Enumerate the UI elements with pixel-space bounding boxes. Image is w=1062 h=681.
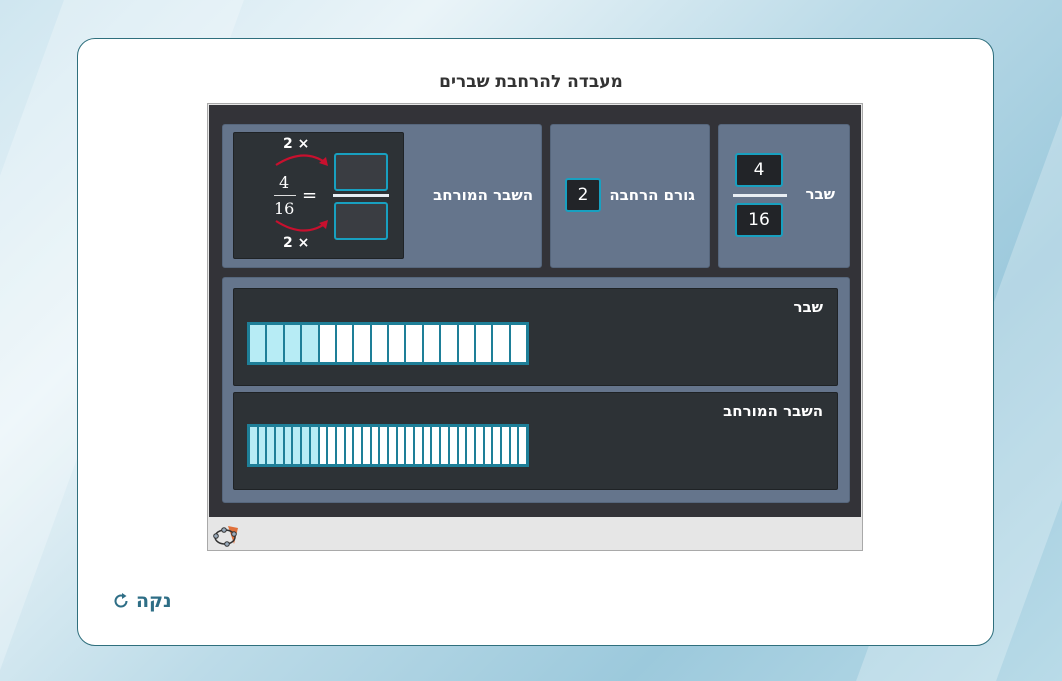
bar-segment — [319, 325, 335, 362]
bar-segment — [336, 325, 353, 362]
bar-segment — [345, 427, 353, 464]
original-bar-area: שבר — [233, 288, 838, 386]
bar-segment — [441, 427, 448, 464]
bar-segment — [510, 325, 526, 362]
top-multiplier: × 2 — [283, 136, 310, 152]
bar-segment — [493, 427, 500, 464]
bar-segment — [441, 325, 457, 362]
bar-segment — [310, 427, 318, 464]
bar-segment — [284, 325, 301, 362]
bar-segment — [258, 427, 266, 464]
bar-segment — [493, 325, 509, 362]
original-fraction-panel: שבר 4 16 — [718, 124, 850, 268]
bar-segment — [389, 325, 405, 362]
bar-segment — [484, 427, 492, 464]
bar-segment — [458, 427, 466, 464]
result-fraction-line — [333, 194, 389, 197]
reset-label: נקה — [136, 590, 172, 612]
bar-segment — [389, 427, 396, 464]
top-arrowhead — [319, 157, 328, 166]
reset-button[interactable]: נקה — [112, 590, 172, 612]
bar-segment — [432, 427, 440, 464]
expanded-fraction-label: השבר המורחב — [433, 186, 533, 204]
expansion-factor-input[interactable]: 2 — [565, 178, 601, 212]
expanded-bar-label: השבר המורחב — [723, 402, 823, 420]
bar-segment — [449, 427, 457, 464]
bottom-arrow — [275, 220, 327, 232]
result-denominator-input[interactable] — [334, 202, 388, 240]
bar-segment — [250, 427, 257, 464]
expansion-factor-panel: גורם הרחבה 2 — [550, 124, 710, 268]
applet-stage: שבר 4 16 גורם הרחבה 2 השבר המורחב × 2 4 — [209, 105, 861, 517]
original-fraction-label: שבר — [805, 185, 835, 203]
top-arrow — [275, 154, 327, 166]
bar-segment — [380, 427, 387, 464]
equation-denominator: 16 — [274, 199, 295, 218]
bar-segment — [467, 427, 474, 464]
bar-segment — [302, 427, 309, 464]
equation-fraction-line — [274, 195, 296, 196]
bar-segment — [510, 427, 518, 464]
bar-segment — [397, 427, 405, 464]
original-numerator-input[interactable]: 4 — [735, 153, 783, 187]
bar-segment — [284, 427, 292, 464]
expanded-fraction-bar — [247, 424, 529, 467]
geogebra-applet: שבר 4 16 גורם הרחבה 2 השבר המורחב × 2 4 — [207, 103, 863, 551]
bar-segment — [276, 427, 283, 464]
refresh-icon — [112, 592, 130, 610]
original-denominator-input[interactable]: 16 — [735, 203, 783, 237]
bar-segment — [406, 427, 414, 464]
bar-segment — [302, 325, 318, 362]
equals-sign: = — [302, 185, 318, 206]
original-fraction-line — [733, 194, 787, 197]
multiply-arrows — [275, 154, 328, 232]
bar-segment — [519, 427, 526, 464]
bottom-arrowhead — [319, 220, 328, 229]
equation-numerator: 4 — [279, 173, 290, 192]
bar-segment — [354, 427, 361, 464]
expanded-bar-area: השבר המורחב — [233, 392, 838, 490]
bar-segment — [423, 325, 440, 362]
bar-segment — [328, 427, 335, 464]
original-bar-label: שבר — [793, 298, 823, 316]
expansion-equation-area: × 2 4 16 = × 2 — [233, 132, 404, 259]
original-fraction-bar — [247, 322, 529, 365]
bar-segment — [371, 427, 379, 464]
bar-segment — [501, 427, 509, 464]
bar-segment — [354, 325, 370, 362]
bar-segment — [371, 325, 387, 362]
bottom-multiplier: × 2 — [283, 235, 310, 251]
bar-segment — [267, 325, 283, 362]
bar-segment — [250, 325, 266, 362]
expansion-factor-label: גורם הרחבה — [609, 186, 695, 204]
bar-segment — [475, 325, 492, 362]
bar-segment — [362, 427, 370, 464]
result-numerator-input[interactable] — [334, 153, 388, 191]
bar-segment — [458, 325, 474, 362]
bar-segment — [423, 427, 431, 464]
page-title: מעבדה להרחבת שברים — [439, 72, 623, 92]
geogebra-logo-icon — [212, 524, 242, 548]
bar-segment — [415, 427, 422, 464]
bar-segment — [319, 427, 327, 464]
bar-segment — [475, 427, 483, 464]
bar-segment — [267, 427, 275, 464]
bar-segment — [406, 325, 422, 362]
expanded-fraction-panel: השבר המורחב × 2 4 16 = × 2 — [222, 124, 542, 268]
fraction-bars-panel: שבר השבר המורחב — [222, 277, 850, 503]
bar-segment — [336, 427, 344, 464]
bar-segment — [293, 427, 301, 464]
